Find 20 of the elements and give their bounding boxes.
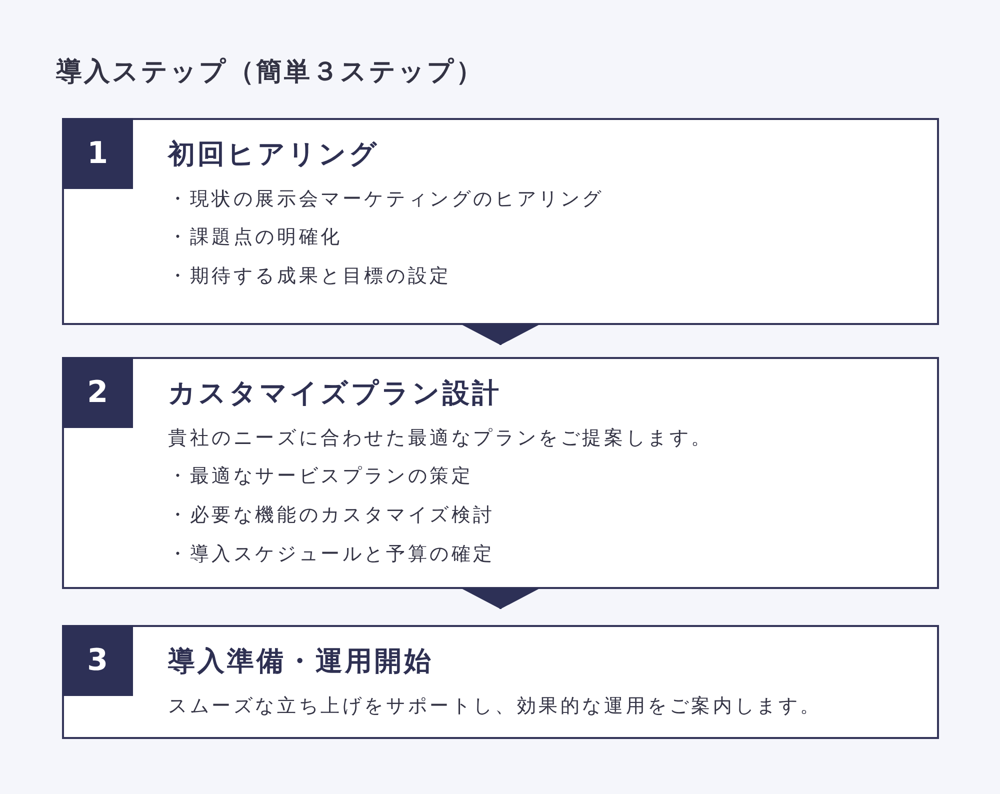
diagram-title: 導入ステップ（簡単３ステップ） [56, 56, 484, 89]
step-number-badge: 3 [62, 625, 133, 696]
step-heading: 初回ヒアリング [168, 138, 380, 172]
step-heading: カスタマイズプラン設計 [168, 378, 502, 410]
step-card [62, 625, 939, 739]
step-text: スムーズな立ち上げをサポートし、効果的な運用をご案内します。 [168, 694, 822, 718]
step-text: 貴社のニーズに合わせた最適なプランをご提案します。 [168, 426, 713, 450]
chevron-arrow [460, 588, 540, 609]
step-card [62, 118, 939, 325]
step-number-badge: 1 [62, 118, 133, 189]
step-text: ・最適なサービスプランの策定 [168, 464, 474, 490]
step-text: ・現状の展示会マーケティングのヒアリング [168, 186, 604, 212]
step-text: ・課題点の明確化 [168, 225, 342, 250]
step-text: ・必要な機能のカスタマイズ検討 [168, 503, 495, 528]
step-heading: 導入準備・運用開始 [168, 646, 434, 678]
step-card [62, 357, 939, 589]
step-text: ・導入スケジュールと予算の確定 [168, 542, 495, 566]
step-number-badge: 2 [62, 357, 133, 428]
chevron-arrow [460, 324, 540, 345]
step-text: ・期待する成果と目標の設定 [168, 264, 452, 289]
